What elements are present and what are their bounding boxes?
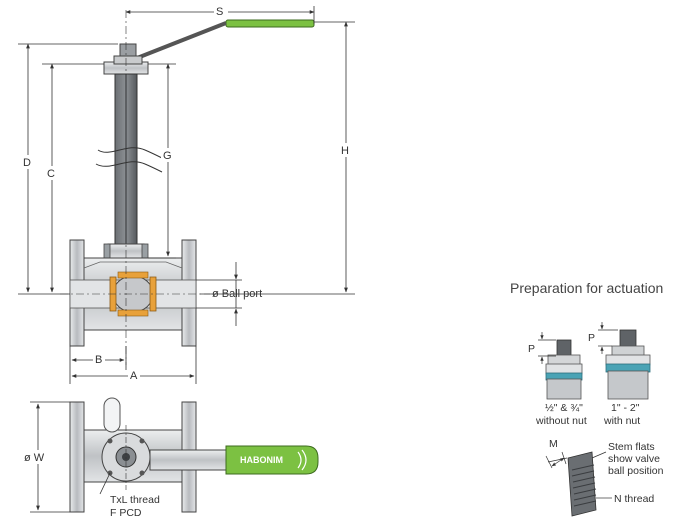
- handle-grip: [225, 19, 315, 28]
- break-line-lower: [95, 161, 163, 173]
- top-left-flange: [69, 401, 85, 513]
- with-nut-label: with nut: [603, 415, 640, 427]
- dim-w-label: ø W: [24, 452, 45, 464]
- without-nut-label: without nut: [535, 415, 587, 427]
- top-handle-grip: [225, 445, 319, 475]
- stem-without-nut: [538, 332, 583, 400]
- size-large-label: 1" - 2": [611, 402, 640, 414]
- stem-flats-line3: ball position: [608, 465, 664, 477]
- stem-flats-line2: show valve: [608, 453, 660, 465]
- thread-label: TxL thread: [110, 494, 160, 506]
- stem-thread-detail: [545, 451, 612, 517]
- dim-d-label: D: [23, 157, 31, 169]
- stem-with-nut: [598, 322, 651, 400]
- dim-a-label: A: [130, 370, 138, 382]
- handle-arm: [131, 21, 227, 62]
- break-line-upper: [97, 147, 163, 159]
- top-handle-arm: [149, 449, 231, 471]
- valve-side-view: [60, 10, 315, 365]
- valve-top-view: HABONIM: [69, 397, 319, 513]
- actuation-title: Preparation for actuation: [510, 280, 663, 296]
- dim-h-label: H: [341, 145, 349, 157]
- p-label-left: P: [528, 343, 535, 355]
- dim-s-label: S: [216, 6, 223, 18]
- dim-g-label: G: [163, 150, 172, 162]
- stem-nut: [119, 43, 137, 57]
- ball-port-label: ø Ball port: [212, 288, 262, 300]
- size-small-label: ½" & ¾": [545, 402, 583, 414]
- dim-c-label: C: [47, 168, 55, 180]
- dim-b-label: B: [95, 354, 102, 366]
- pcd-label: F PCD: [110, 507, 142, 519]
- p-label-right: P: [588, 332, 595, 344]
- stem-flats-line1: Stem flats: [608, 441, 655, 453]
- brand-logo-text: HABONIM: [240, 455, 283, 465]
- m-label: M: [549, 438, 558, 450]
- n-thread-label: N thread: [614, 493, 654, 505]
